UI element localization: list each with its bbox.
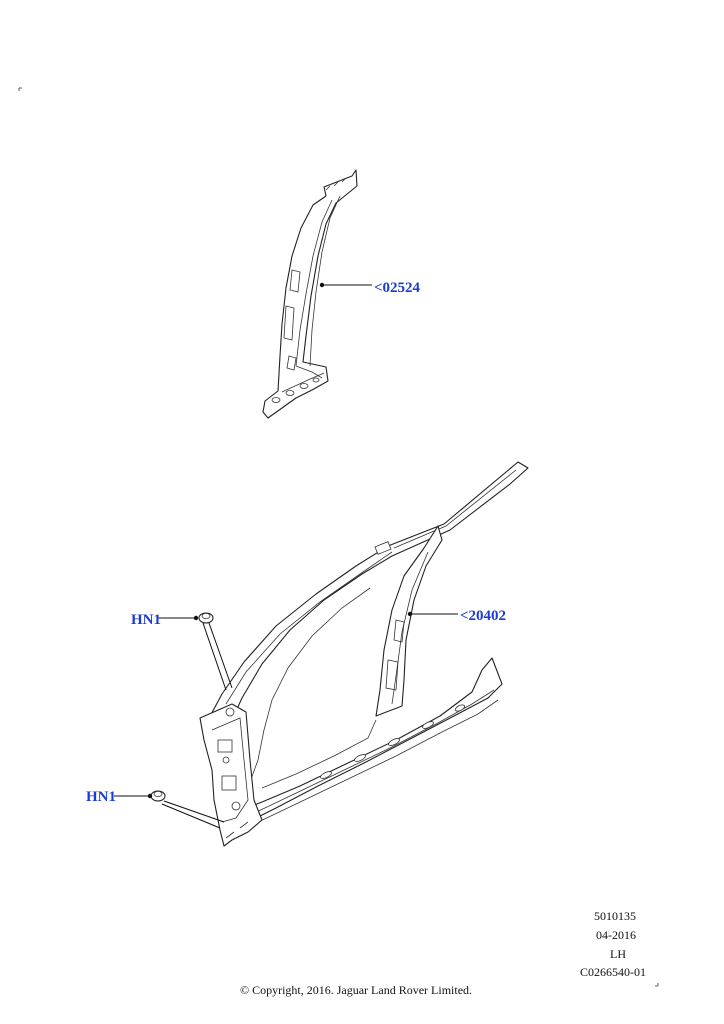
drawing-side: LH [610, 947, 626, 961]
drawing-code: C0266540-01 [580, 965, 646, 979]
body-side-frame[interactable] [199, 461, 529, 847]
upper-pillar-panel[interactable] [262, 169, 358, 419]
grommet-lower[interactable] [150, 790, 166, 802]
callout-grommet-upper[interactable]: HN1 [131, 612, 161, 628]
callout-grommet-lower[interactable]: HN1 [86, 789, 116, 805]
copyright-notice: © Copyright, 2016. Jaguar Land Rover Lim… [239, 983, 473, 997]
drawing-date: 04-2016 [596, 928, 636, 942]
leader-upper-panel [319, 282, 372, 288]
callout-side-frame[interactable]: <20402 [460, 608, 507, 624]
callout-upper-panel[interactable]: <02524 [374, 280, 421, 296]
corner-mark-top-left [18, 87, 22, 91]
corner-mark-bottom-right [655, 983, 659, 987]
drawing-number: 5010135 [594, 909, 636, 923]
leader-side-frame [407, 611, 458, 617]
leader-grommet-upper [158, 615, 233, 691]
leader-grommet-lower [114, 793, 225, 829]
grommet-upper[interactable] [198, 612, 214, 624]
